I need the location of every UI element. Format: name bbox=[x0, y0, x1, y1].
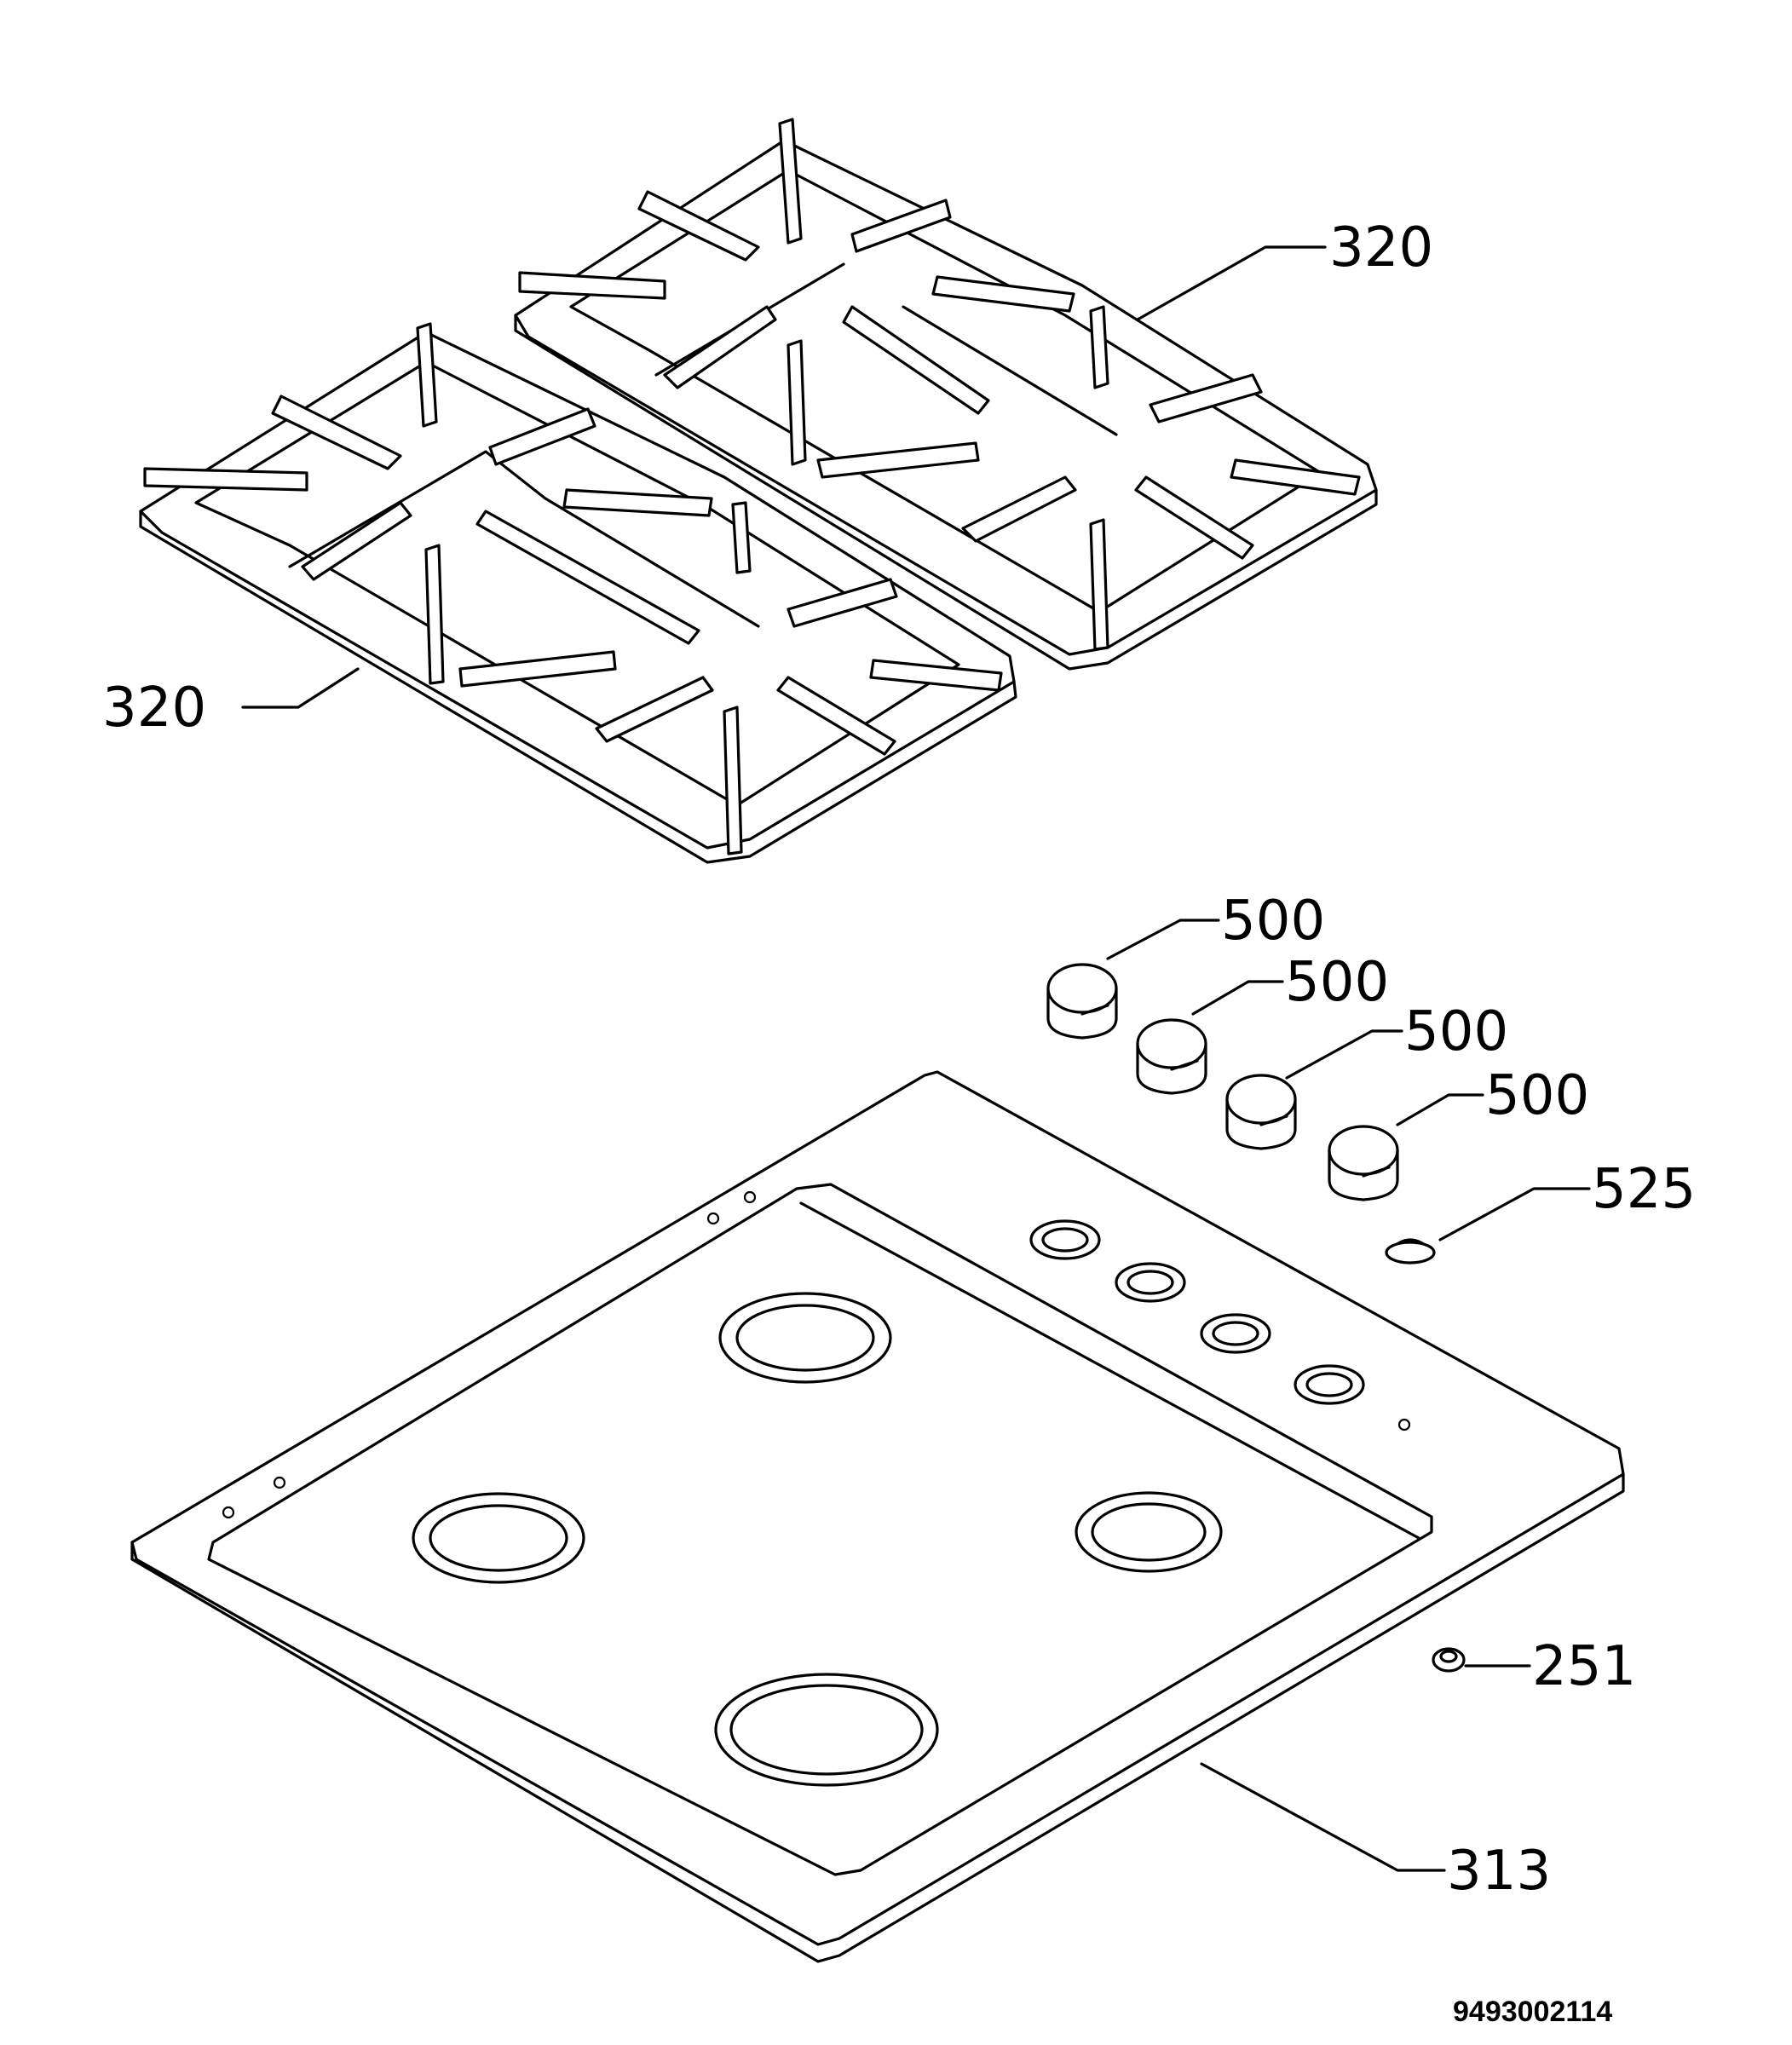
cap-525-shape bbox=[1385, 1238, 1436, 1264]
knob-holes bbox=[1029, 1219, 1365, 1405]
knob-3 bbox=[1225, 1074, 1297, 1150]
callout-525: 525 bbox=[1592, 1158, 1696, 1221]
leader-lines bbox=[241, 245, 1591, 1872]
knob-2 bbox=[1136, 1018, 1207, 1095]
knob-4 bbox=[1328, 1125, 1399, 1201]
callout-313: 313 bbox=[1447, 1840, 1551, 1903]
callout-500-knob-1: 500 bbox=[1221, 890, 1325, 953]
control-knobs bbox=[1046, 963, 1399, 1201]
callout-500-knob-3: 500 bbox=[1404, 1000, 1508, 1063]
hob-top-plate bbox=[130, 1070, 1625, 1963]
callout-500-knob-2: 500 bbox=[1285, 951, 1389, 1014]
knob-1 bbox=[1046, 963, 1118, 1040]
part-251-shape bbox=[1432, 1647, 1466, 1673]
callout-320-left-grate: 320 bbox=[102, 677, 206, 740]
callout-320-right-grate: 320 bbox=[1329, 216, 1433, 279]
pan-support-grate-left bbox=[139, 322, 1017, 864]
document-number: 9493002114 bbox=[1453, 1996, 1612, 2028]
burner-openings bbox=[412, 1292, 1223, 1787]
pan-support-grate-right bbox=[514, 118, 1378, 671]
callout-251: 251 bbox=[1532, 1635, 1636, 1698]
callout-500-knob-4: 500 bbox=[1485, 1064, 1589, 1127]
